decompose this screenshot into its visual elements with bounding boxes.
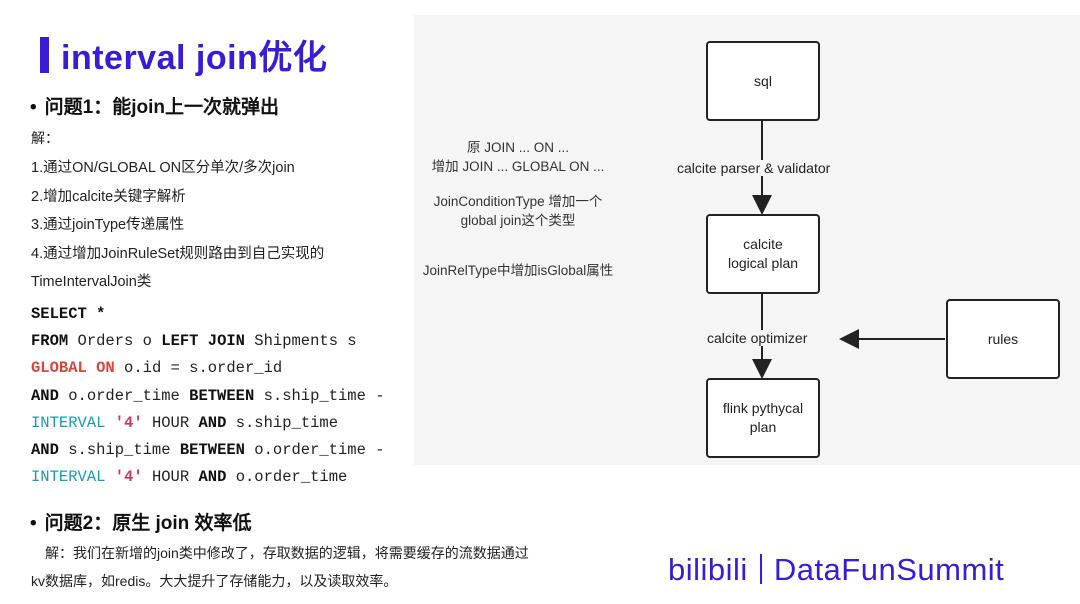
footer-branding: bilibili DataFunSummit <box>668 552 1004 588</box>
solution-steps: 1.通过ON/GLOBAL ON区分单次/多次join 2.增加calcite关… <box>31 154 324 297</box>
sql-line-4: AND o.order_time BETWEEN s.ship_time - <box>31 386 385 405</box>
sql-box: sql <box>706 41 820 121</box>
sql-code-block: SELECT * FROM Orders o LEFT JOIN Shipment… <box>31 301 385 491</box>
question-1-text: 问题1：能join上一次就弹出 <box>44 97 279 118</box>
datafunsummit-logo: DataFunSummit <box>773 552 1005 587</box>
sql-line-1: SELECT * <box>31 305 106 323</box>
step-4: 4.通过增加JoinRuleSet规则路由到自己实现的 <box>31 245 325 262</box>
sql-line-3: GLOBAL ON o.id = s.order_id <box>31 359 283 378</box>
explanation-line-1: 解：我们在新增的join类中修改了，存取数据的逻辑，将需要缓存的流数据通过 <box>45 545 529 561</box>
bullet-icon: • <box>30 97 37 118</box>
step-3: 3.通过joinType传递属性 <box>31 217 185 233</box>
sql-line-6: AND s.ship_time BETWEEN o.order_time - <box>31 441 385 460</box>
step-2: 2.增加calcite关键字解析 <box>31 188 186 205</box>
question-2-text: 问题2：原生 join 效率低 <box>44 513 252 534</box>
answer-label: 解： <box>31 130 59 146</box>
diagram-note-1: 原 JOIN ... ON ... 增加 JOIN ... GLOBAL ON … <box>431 140 605 174</box>
rules-box: rules <box>946 299 1060 379</box>
question-1: • 问题1：能join上一次就弹出 <box>30 92 279 119</box>
step-1: 1.通过ON/GLOBAL ON区分单次/多次join <box>31 160 295 176</box>
bullet-icon: • <box>30 513 37 534</box>
diagram-note-3: JoinRelType中增加isGlobal属性 <box>422 263 614 278</box>
logical-plan-box: calcite logical plan <box>706 214 820 294</box>
title-accent-bar <box>40 36 49 73</box>
slide-title-block: interval join优化 <box>40 30 327 79</box>
slide-title: interval join优化 <box>61 39 328 77</box>
bilibili-logo: bilibili <box>668 552 748 587</box>
question-2-explanation: 解：我们在新增的join类中修改了，存取数据的逻辑，将需要缓存的流数据通过 kv… <box>31 539 631 595</box>
diagram-note-2: JoinConditionType 增加一个 global join这个类型 <box>433 194 603 228</box>
sql-line-5: INTERVAL '4' HOUR AND s.ship_time <box>31 413 339 432</box>
physical-plan-box: flink pythycal plan <box>706 378 820 458</box>
sql-line-7: INTERVAL '4' HOUR AND o.order_time <box>31 468 348 487</box>
edge-label-optimizer: calcite optimizer <box>705 330 810 346</box>
step-4-continued: TimeIntervalJoin类 <box>31 274 152 290</box>
flow-diagram-panel: 原 JOIN ... ON ... 增加 JOIN ... GLOBAL ON … <box>414 15 1080 465</box>
edge-label-parser: calcite parser & validator <box>675 160 833 176</box>
explanation-line-2: kv数据库，如redis。大大提升了存储能力，以及读取效率。 <box>31 573 398 589</box>
sql-line-2: FROM Orders o LEFT JOIN Shipments s <box>31 332 357 351</box>
footer-divider <box>759 554 762 584</box>
question-2: • 问题2：原生 join 效率低 <box>30 508 252 535</box>
